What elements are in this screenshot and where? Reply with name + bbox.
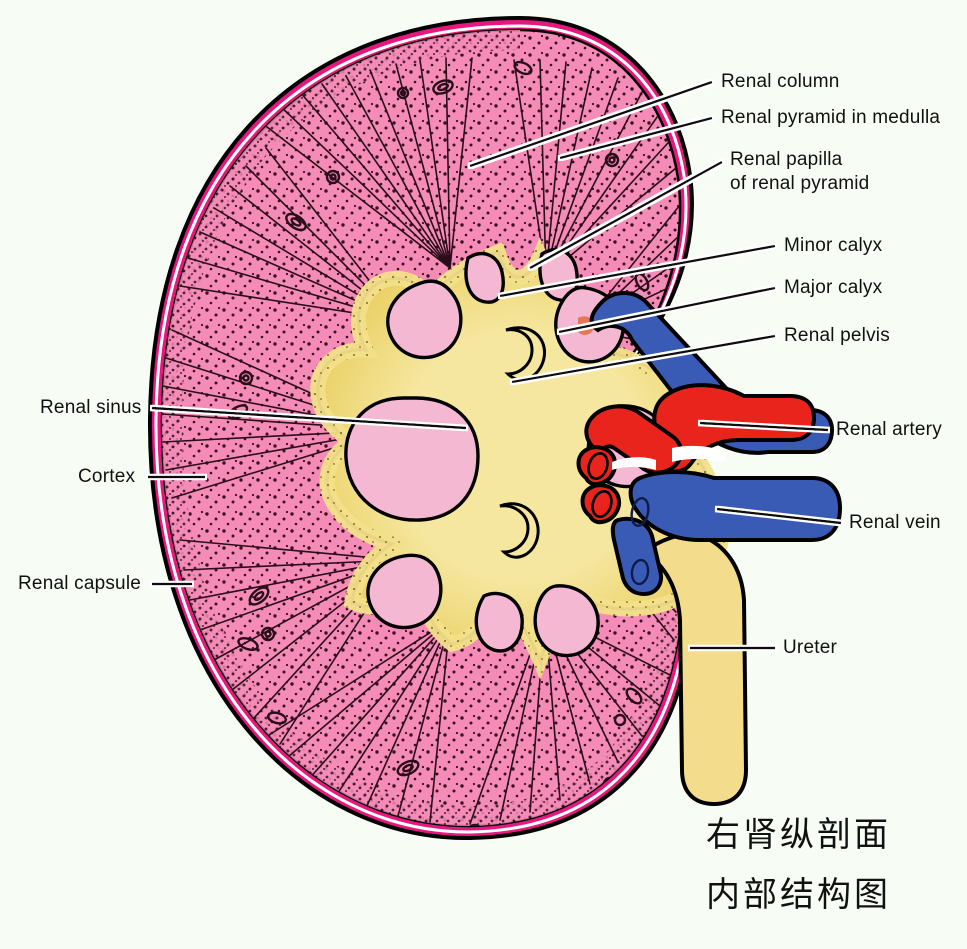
leader-line-renal-sinus bbox=[151, 406, 467, 430]
label-renal-artery: Renal artery bbox=[836, 419, 942, 440]
leader-line-renal-artery bbox=[699, 421, 829, 432]
figure-caption-line-1: 右肾纵剖面 bbox=[706, 816, 891, 854]
label-renal-pelvis: Renal pelvis bbox=[784, 325, 890, 346]
label-renal-papilla-2: of renal pyramid bbox=[730, 173, 870, 194]
label-renal-papilla-1: Renal papilla bbox=[730, 149, 843, 170]
label-renal-capsule: Renal capsule bbox=[18, 573, 142, 594]
renal-vein-trunk bbox=[628, 470, 843, 542]
renal-vein-lower-stub bbox=[610, 516, 663, 597]
vessel-crossing-highlights bbox=[612, 445, 726, 470]
leader-line-renal-pelvis bbox=[511, 334, 776, 384]
label-renal-column: Renal column bbox=[721, 71, 840, 92]
label-major-calyx: Major calyx bbox=[784, 277, 883, 298]
minor-calyx-lower-left bbox=[366, 553, 443, 630]
leader-line-renal-column bbox=[469, 80, 713, 168]
renal-pelvis-lumen-lower bbox=[499, 502, 540, 559]
subcapsular-stipple bbox=[161, 30, 682, 827]
minor-calyx-upper-left bbox=[386, 279, 463, 360]
leader-line-renal-pyramid bbox=[559, 116, 713, 160]
minor-calyx-top-left bbox=[464, 252, 505, 304]
label-minor-calyx: Minor calyx bbox=[784, 235, 883, 256]
leader-line-renal-papilla-1 bbox=[529, 160, 723, 270]
artery-lumen-marks bbox=[587, 452, 613, 518]
figure-caption-line-2: 内部结构图 bbox=[706, 876, 891, 914]
minor-calyx-lower-right bbox=[533, 584, 600, 658]
leader-line-renal-vein bbox=[716, 507, 842, 525]
label-renal-sinus: Renal sinus bbox=[40, 397, 142, 418]
minor-calyx-bottom bbox=[474, 591, 524, 653]
label-renal-pyramid: Renal pyramid in medulla bbox=[721, 107, 941, 128]
capsule-cortex-gap bbox=[154, 24, 690, 834]
leader-line-minor-calyx bbox=[499, 244, 776, 298]
leader-lines bbox=[148, 80, 842, 650]
vein-lumen-marks bbox=[630, 497, 650, 586]
major-calyx-left bbox=[344, 396, 480, 522]
label-ureter: Ureter bbox=[783, 637, 837, 658]
leader-line-major-calyx bbox=[558, 286, 776, 334]
renal-pelvis-lumen-upper bbox=[504, 326, 546, 381]
label-cortex: Cortex bbox=[78, 466, 136, 487]
label-renal-vein: Renal vein bbox=[849, 512, 941, 533]
